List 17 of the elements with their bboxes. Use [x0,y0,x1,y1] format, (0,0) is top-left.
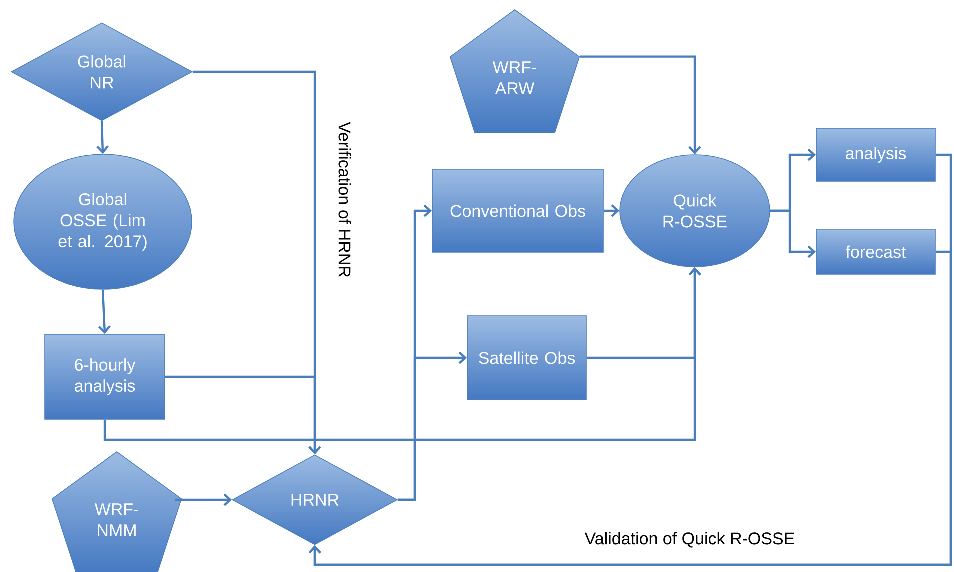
process-box: 6-hourly analysis [44,334,166,420]
arrow [770,210,816,258]
arrow [580,56,702,155]
arrow [308,250,952,566]
arrow [586,267,702,360]
process-box: analysis [816,128,936,182]
arrow [604,204,620,218]
arrow [398,352,468,502]
arrow [98,290,111,334]
process-box: Conventional Obs [432,169,604,253]
arrow [165,376,322,455]
process-box: Satellite Obs [467,316,587,400]
process-box: forecast [816,229,936,275]
edge-label: Validation of Quick R-OSSE [584,532,794,548]
arrow [96,121,110,154]
arrow [175,494,232,506]
edge-label: Verification of HRNR [338,122,352,278]
